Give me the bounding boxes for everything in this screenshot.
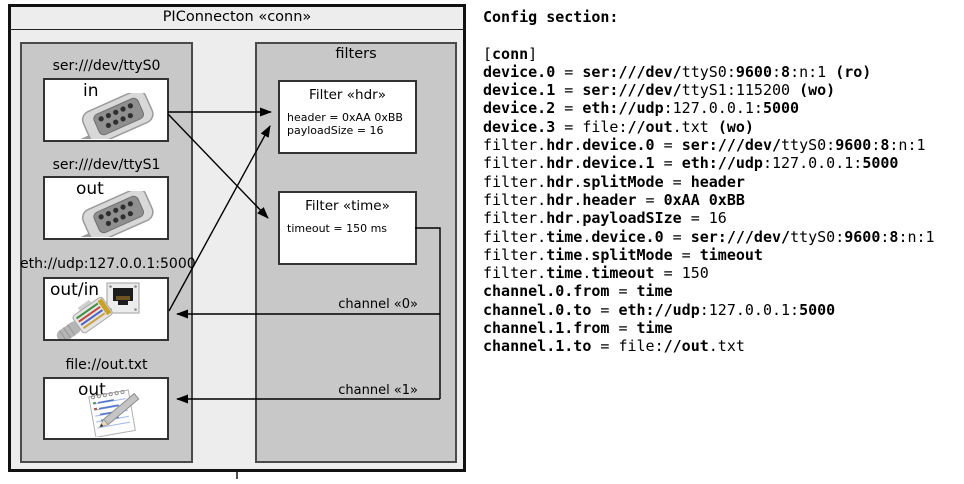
config-line: device.1 = ser:///dev/ttyS1:115200 (wo)	[483, 81, 836, 100]
config-heading: Config section:	[483, 8, 619, 26]
config-line: filter.hdr.header = 0xAA 0xBB	[483, 190, 745, 209]
ethernet-plug-icon	[56, 296, 113, 339]
config-line: filter.hdr.payloadSIze = 16	[483, 209, 727, 228]
channel-0-label: channel «0»	[338, 297, 418, 312]
device-ttys1-box: out	[43, 176, 169, 240]
filter-hdr-box: Filter «hdr» header = 0xAA 0xBB payloadS…	[278, 80, 417, 154]
config-line: channel.0.to = eth://udp:127.0.0.1:5000	[483, 300, 836, 319]
serial-db9-icon	[77, 191, 154, 237]
serial-db9-icon	[77, 93, 154, 139]
filter-hdr-property: payloadSize = 16	[287, 124, 384, 137]
device-file-label: file://out.txt	[65, 357, 148, 373]
config-line: channel.1.to = file://out.txt	[483, 337, 745, 356]
device-eth-box: out/in	[43, 277, 169, 341]
device-file-box: out	[43, 377, 169, 440]
channel-1-label: channel «1»	[338, 383, 418, 398]
device-ttys0-box: in	[43, 78, 169, 142]
config-line: device.2 = eth://udp:127.0.0.1:5000	[483, 99, 800, 118]
filters-panel-title: filters	[335, 46, 377, 62]
config-line: filter.time.splitMode = timeout	[483, 245, 763, 264]
config-line: filter.hdr.splitMode = header	[483, 172, 745, 191]
config-body: [conn]device.0 = ser:///dev/ttyS0:9600:8…	[483, 45, 961, 356]
config-blank-line	[483, 26, 961, 44]
device-ttys0-port-label: in	[83, 81, 99, 101]
config-section: Config section: [conn]device.0 = ser:///…	[483, 8, 961, 356]
device-eth-port-label: out/in	[50, 280, 100, 300]
config-line: [conn]	[483, 44, 538, 63]
diagram-title: PIConnecton «conn»	[162, 9, 312, 25]
title-separator	[9, 29, 465, 30]
config-line: filter.time.timeout = 150	[483, 264, 709, 283]
device-ttys1-port-label: out	[76, 179, 104, 199]
filter-hdr-title: Filter «hdr»	[309, 87, 386, 103]
filter-hdr-property: header = 0xAA 0xBB	[287, 111, 403, 124]
config-line: filter.hdr.device.0 = ser:///dev/ttyS0:9…	[483, 136, 926, 155]
config-line: device.3 = file://out.txt (wo)	[483, 117, 754, 136]
device-ttys1-label: ser:///dev/ttyS1	[52, 157, 161, 173]
ethernet-rj45-icon	[106, 282, 140, 314]
notepad-pencil-icon	[88, 389, 140, 437]
config-line: filter.hdr.device.1 = eth://udp:127.0.0.…	[483, 154, 899, 173]
filter-time-title: Filter «time»	[305, 198, 390, 214]
config-line: channel.1.from = time	[483, 319, 673, 338]
config-line: device.0 = ser:///dev/ttyS0:9600:8:n:1 (…	[483, 62, 872, 81]
filter-time-box: Filter «time» timeout = 150 ms	[278, 191, 417, 265]
config-line: filter.time.device.0 = ser:///dev/ttyS0:…	[483, 227, 935, 246]
config-line: channel.0.from = time	[483, 282, 673, 301]
device-eth-label: eth://udp:127.0.0.1:5000	[20, 256, 196, 272]
filter-time-property: timeout = 150 ms	[287, 222, 388, 235]
device-ttys0-label: ser:///dev/ttyS0	[52, 58, 161, 74]
